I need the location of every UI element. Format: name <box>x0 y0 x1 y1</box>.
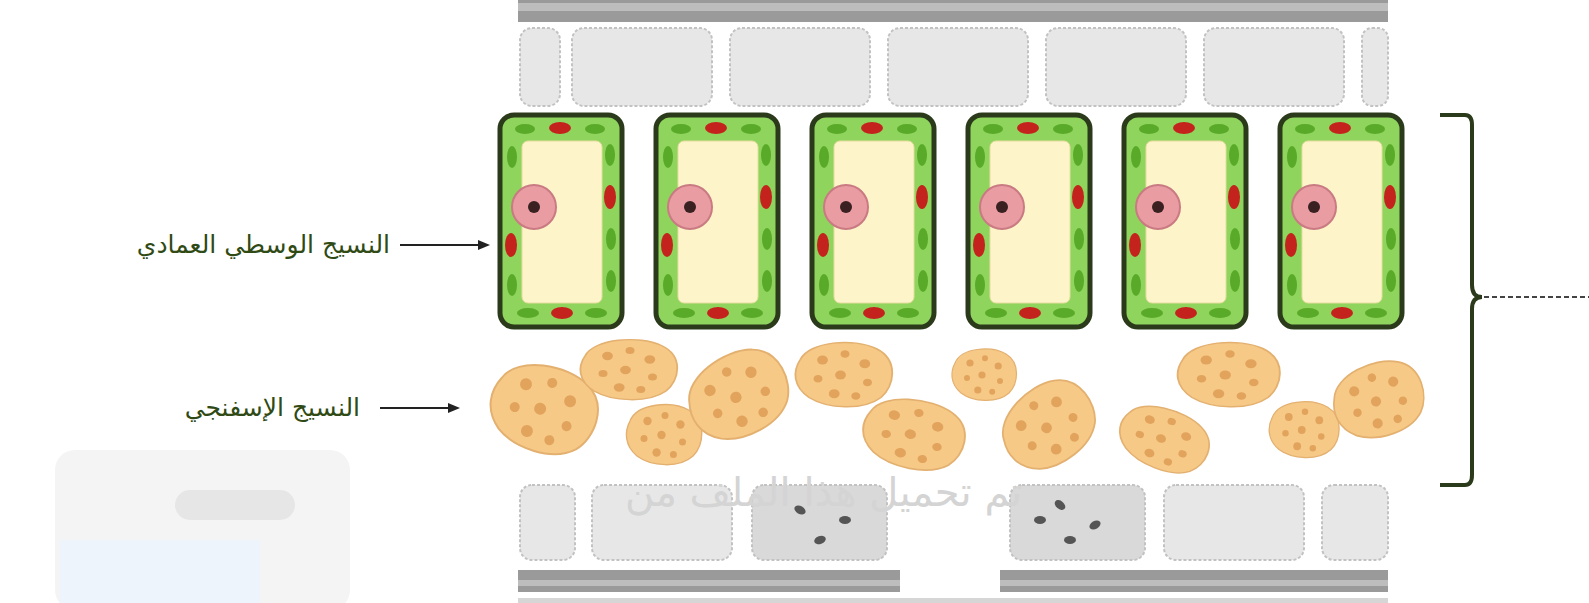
watermark: تم تحميل هذا الملف من <box>625 468 1022 516</box>
tissue-label: النسيج الوسطي العمادي <box>137 230 390 260</box>
tissue-label: النسيج الإسفنجي <box>185 393 360 423</box>
